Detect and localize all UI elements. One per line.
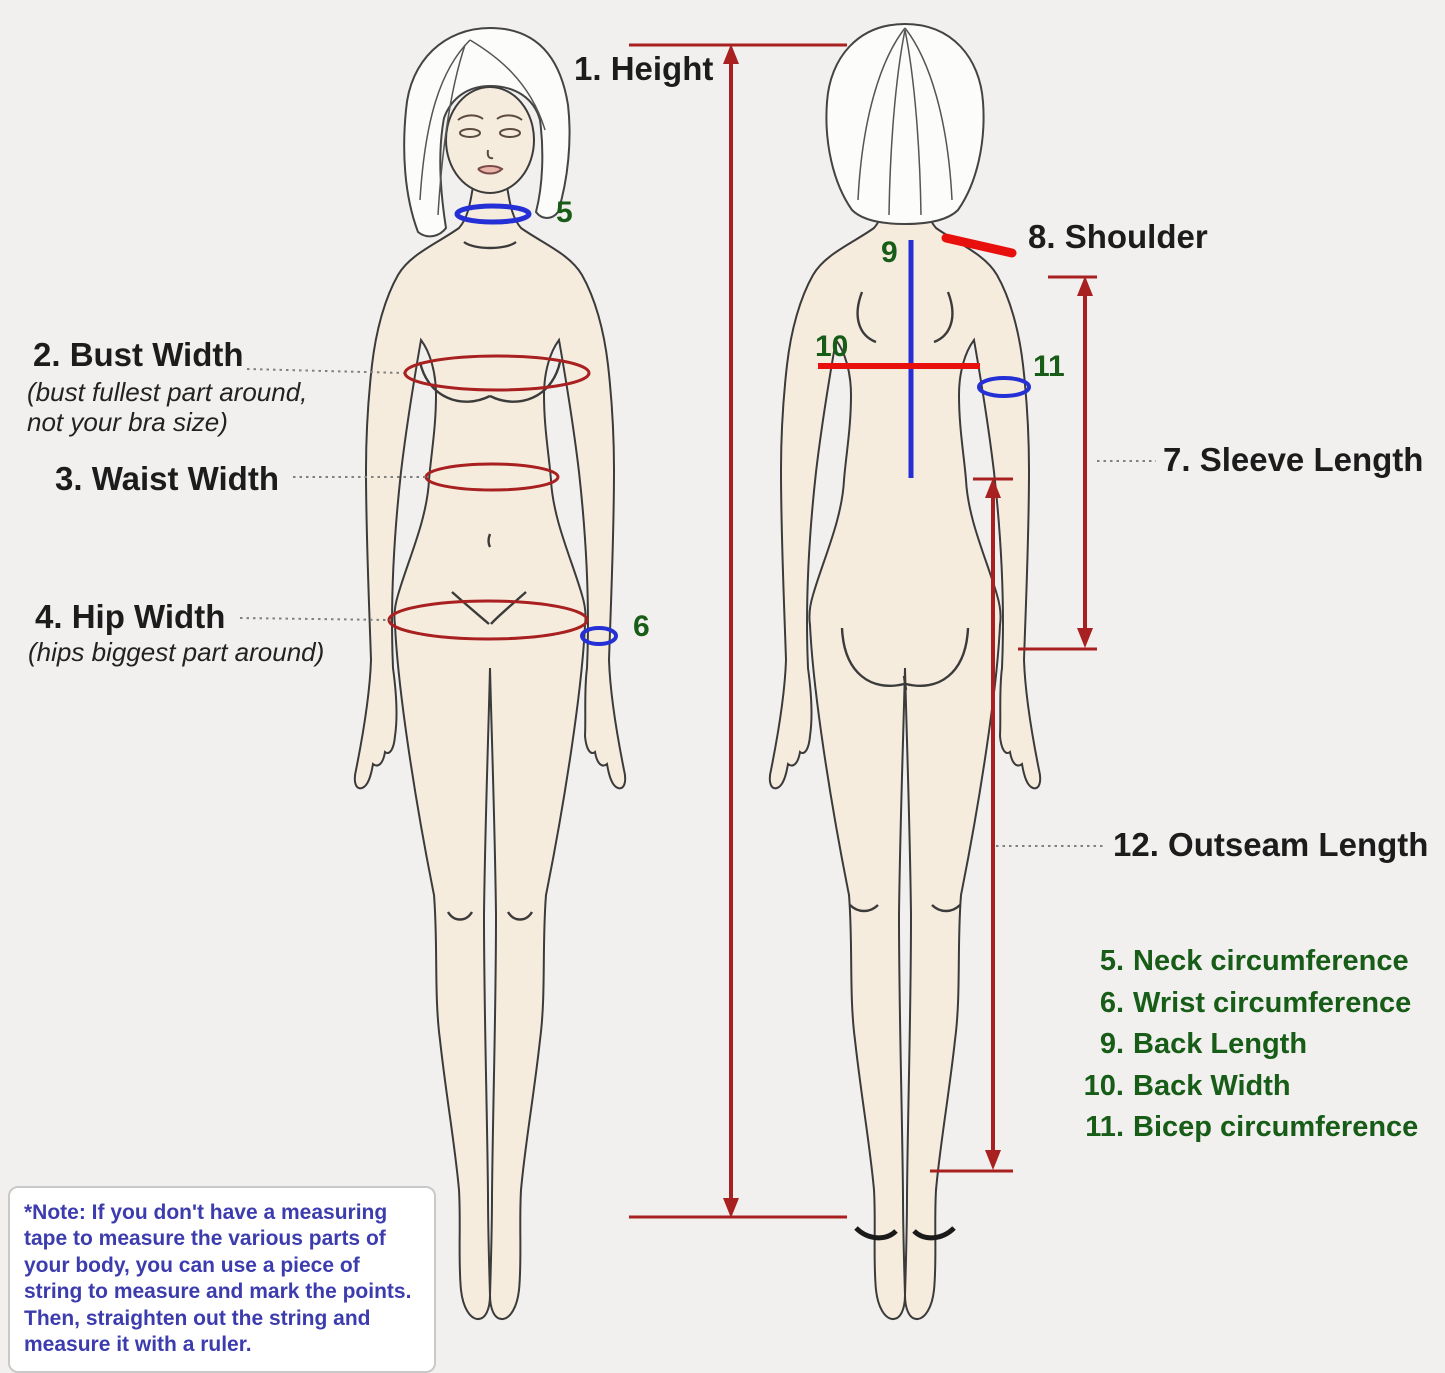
back-heels [854,1226,956,1241]
legend-item-bicep: 11. Bicep circumference [1078,1107,1418,1149]
neck-number: 5 [556,196,573,229]
back-hair [825,22,985,226]
bust-leader-line [246,368,405,374]
sleeve-label: 7. Sleeve Length [1163,441,1424,478]
back-hair-strands [857,27,953,216]
figure-back [768,22,1042,1321]
bicep-number: 11 [1033,350,1065,383]
legend-num: 5. [1099,945,1124,977]
bicep-circumference-ellipse [977,376,1031,398]
figure-front-details [418,240,562,921]
legend-item-back-length: 9. Back Length [1078,1024,1418,1066]
legend-item-neck: 5. Neck circumference [1078,941,1418,983]
wrist-number: 6 [633,610,650,643]
waist-ellipse [424,462,560,492]
legend-num: 6. [1099,986,1124,1019]
legend-text: Bicep circumference [1133,1111,1419,1143]
legend-text: Back Width [1133,1069,1291,1102]
outseam-label: 12. Outseam Length [1113,826,1429,863]
leader-lines [239,368,1156,847]
shoulder-line [941,233,1017,258]
hip-sublabel: (hips biggest part around) [28,637,325,667]
hip-leader-line [239,617,391,621]
sleeve-length-measure [1018,275,1097,651]
legend-text: Neck circumference [1133,945,1409,977]
hip-label: 4. Hip Width [35,598,226,635]
bust-sublabel-1: (bust fullest part around, [27,377,308,407]
front-head [445,86,535,194]
legend-text: Wrist circumference [1133,986,1412,1019]
figure-back-details [840,291,970,913]
height-measure [629,43,847,1219]
hip-ellipse [387,599,589,641]
height-label: 1. Height [574,50,714,87]
waist-label: 3. Waist Width [55,460,279,497]
figure-front [353,26,627,1321]
legend-num: 9. [1099,1028,1124,1060]
legend-item-wrist: 6. Wrist circumference [1078,983,1418,1025]
front-hair [403,26,571,238]
note-box: *Note: If you don't have a measuring tap… [8,1186,436,1373]
shoulder-label: 8. Shoulder [1028,218,1208,255]
legend-num: 11. [1085,1111,1124,1143]
legend-text: Back Length [1133,1028,1308,1060]
front-face [457,114,523,175]
bust-sublabel-2: not your bra size) [27,407,228,437]
wrist-circumference-ellipse [580,626,618,646]
legend-item-back-width: 10. Back Width [1078,1066,1418,1108]
front-hair-strands [419,39,546,216]
outseam-measure [930,477,1013,1173]
bust-label: 2. Bust Width [33,336,244,373]
back-width-number: 10 [815,330,849,363]
bust-ellipse [403,354,591,392]
back-length-number: 9 [881,236,898,269]
legend-num: 10. [1083,1069,1124,1102]
measurement-legend: 5. Neck circumference 6. Wrist circumfer… [1078,941,1419,1149]
neck-circumference-ellipse [454,203,532,225]
